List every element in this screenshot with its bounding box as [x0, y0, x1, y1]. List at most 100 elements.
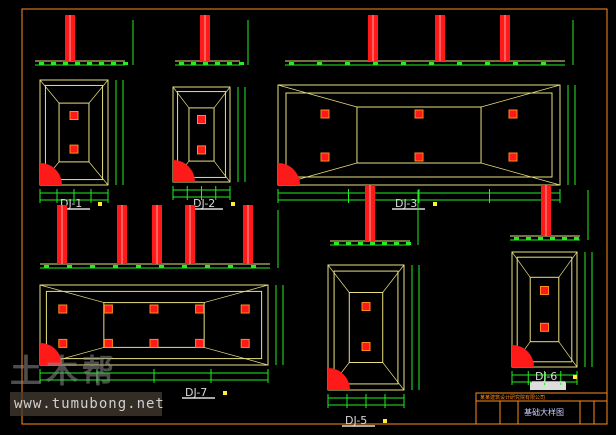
column-section	[508, 109, 518, 119]
column-section	[195, 338, 205, 348]
column-section	[361, 342, 371, 351]
column-section	[361, 302, 371, 311]
rebar-mark	[514, 237, 519, 240]
rebar-mark	[513, 62, 518, 65]
rebar-mark	[345, 62, 350, 65]
column-section	[508, 152, 518, 162]
footing-pedestal	[529, 276, 560, 343]
rebar-mark	[123, 62, 128, 65]
footing-plan-outline	[39, 284, 269, 366]
rebar-mark	[346, 242, 351, 245]
rebar-mark	[334, 242, 339, 245]
footing-label-dj6: DJ-6	[535, 370, 557, 383]
rebar-mark	[317, 62, 322, 65]
column-section	[103, 304, 113, 314]
rebar-mark	[63, 62, 68, 65]
rebar-mark	[358, 242, 363, 245]
rebar-detail-hatch	[278, 163, 300, 185]
title-block-tag	[530, 382, 566, 390]
rebar-mark	[39, 62, 44, 65]
rebar-mark	[562, 237, 567, 240]
footing-slope-line	[39, 284, 104, 303]
footing-slope-line	[511, 251, 531, 278]
rebar-mark	[382, 242, 387, 245]
rebar-mark	[485, 62, 490, 65]
rebar-mark	[44, 265, 49, 268]
footing-slope-line	[88, 79, 109, 104]
rebar-mark	[401, 62, 406, 65]
rebar-mark	[550, 237, 555, 240]
footing-plan-inner	[285, 92, 553, 178]
rebar-detail-hatch	[512, 345, 534, 367]
column-section	[414, 109, 424, 119]
footing-slope-line	[39, 79, 60, 104]
footing-label-dj3: DJ-3	[395, 197, 417, 210]
footing-slope-line	[172, 86, 190, 109]
rebar-mark	[251, 265, 256, 268]
column-section	[540, 322, 549, 332]
column-section	[240, 304, 250, 314]
footing-plan-outline	[511, 251, 578, 368]
footing-slope-line	[277, 84, 358, 108]
rebar-mark	[182, 265, 187, 268]
rebar-mark	[228, 265, 233, 268]
rebar-mark	[87, 62, 92, 65]
footing-slope-line	[204, 284, 269, 303]
rebar-detail-hatch	[173, 160, 195, 182]
footing-pedestal	[348, 292, 384, 363]
footing-slope-line	[213, 160, 231, 183]
rebar-mark	[203, 62, 208, 65]
column-section	[103, 338, 113, 348]
column-section	[240, 338, 250, 348]
footing-slope-line	[213, 86, 231, 109]
column-section	[58, 338, 68, 348]
footing-slope-line	[382, 362, 405, 391]
footing-plan-outline	[39, 79, 109, 186]
label-marker	[433, 202, 437, 206]
rebar-mark	[67, 265, 72, 268]
footing-slope-line	[382, 264, 405, 293]
footing-plan-outline	[172, 86, 231, 183]
drawing-frame	[21, 8, 608, 425]
rebar-detail-hatch	[40, 163, 62, 185]
rebar-detail-hatch	[40, 343, 62, 365]
column-section	[540, 286, 549, 295]
footing-label-dj2: DJ-2	[193, 197, 215, 210]
rebar-mark	[75, 62, 80, 65]
rebar-mark	[215, 62, 220, 65]
rebar-mark	[159, 265, 164, 268]
rebar-mark	[406, 242, 411, 245]
column-section	[149, 338, 159, 348]
rebar-mark	[538, 237, 543, 240]
footing-plan-inner	[44, 84, 104, 181]
footing-slope-line	[480, 84, 561, 108]
column-section	[58, 304, 68, 314]
footing-slope-line	[204, 347, 269, 366]
footing-plan-outline	[327, 264, 405, 391]
footing-plan-inner	[516, 256, 573, 363]
rebar-mark	[99, 62, 104, 65]
rebar-mark	[205, 265, 210, 268]
footing-slope-line	[558, 341, 578, 368]
column-section	[320, 109, 330, 119]
rebar-mark	[541, 62, 546, 65]
rebar-mark	[136, 265, 141, 268]
rebar-mark	[373, 62, 378, 65]
footing-slope-line	[558, 251, 578, 278]
rebar-mark	[574, 237, 579, 240]
footing-label-dj7: DJ-7	[185, 386, 207, 399]
title-block	[475, 392, 608, 425]
label-marker	[231, 202, 235, 206]
column-section	[69, 144, 79, 154]
footing-slope-line	[480, 162, 561, 186]
footing-pedestal	[188, 107, 215, 162]
rebar-mark	[191, 62, 196, 65]
label-marker	[573, 375, 577, 379]
drawing-title: 基础大样图	[524, 408, 564, 417]
column-section	[197, 145, 206, 155]
footing-slope-line	[327, 264, 350, 293]
rebar-mark	[289, 62, 294, 65]
rebar-mark	[179, 62, 184, 65]
